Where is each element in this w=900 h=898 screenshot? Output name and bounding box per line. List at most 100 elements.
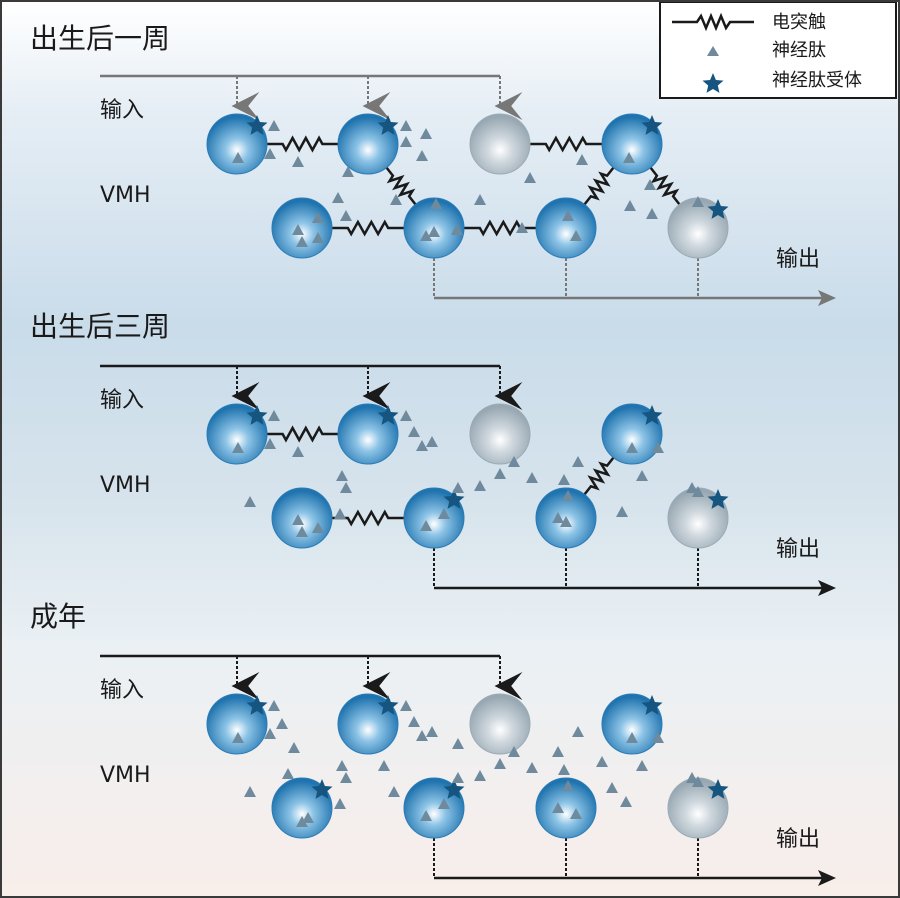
neuropeptide-triangle	[336, 760, 348, 771]
neuropeptide-triangle	[524, 172, 536, 183]
neuropeptide-triangle	[282, 768, 294, 779]
neuropeptide-triangle	[562, 780, 574, 791]
neuropeptide-triangle	[342, 166, 354, 177]
neuropeptide-triangle	[292, 156, 304, 167]
neuropeptide-receptor-star-icon	[246, 115, 268, 135]
neuropeptide-triangle	[292, 224, 304, 235]
neuropeptide-triangle	[626, 442, 638, 453]
legend-label-electrical-synapse: 电突触	[772, 12, 826, 33]
neuropeptide-receptor-star-icon	[702, 73, 724, 93]
neuropeptide-triangle	[452, 772, 464, 783]
neuropeptide-triangle	[572, 726, 584, 737]
neuropeptide-triangle	[312, 522, 324, 533]
neuropeptide-triangle	[292, 514, 304, 525]
neuropeptide-triangle	[276, 718, 288, 729]
neuropeptide-triangle	[552, 802, 564, 813]
neuropeptide-receptor-star-icon	[707, 199, 729, 219]
neuropeptide-triangle	[558, 474, 570, 485]
neuropeptide-triangle	[623, 152, 635, 163]
neuropeptide-triangle	[390, 194, 402, 205]
neuropeptide-triangle	[232, 442, 244, 453]
neuropeptide-triangle	[302, 812, 314, 823]
neuropeptide-triangle	[562, 490, 574, 501]
neuropeptide-triangle	[336, 470, 348, 481]
neuropeptide-triangle	[452, 738, 464, 749]
neuropeptide-triangle	[268, 700, 280, 711]
input-label: 输入	[100, 678, 144, 703]
electrical-synapse	[385, 166, 417, 206]
neuron-active	[271, 197, 333, 259]
output-arrowhead	[818, 870, 836, 886]
input-label: 输入	[100, 388, 144, 413]
neuropeptide-triangle	[232, 152, 244, 163]
neuropeptide-triangle	[474, 480, 486, 491]
neuropeptide-receptor-star-icon	[443, 489, 465, 509]
neuropeptide-triangle	[636, 470, 648, 481]
neuropeptide-triangle	[292, 446, 304, 457]
stage-title: 出生后三周	[30, 310, 170, 343]
region-label-vmh: VMH	[100, 473, 151, 498]
neuropeptide-triangle	[474, 770, 486, 781]
neuropeptide-triangle	[646, 208, 658, 219]
neuron-inactive	[667, 777, 729, 839]
neuron-active	[206, 693, 268, 755]
neuropeptide-receptor-star-icon	[311, 779, 333, 799]
neuropeptide-triangle	[232, 732, 244, 743]
electrical-synapse	[583, 166, 615, 206]
neuropeptide-triangle	[400, 700, 412, 711]
neuron-active	[337, 693, 399, 755]
neuropeptide-triangle	[426, 436, 438, 447]
neuropeptide-triangle	[692, 776, 704, 787]
neuropeptide-triangle	[332, 192, 344, 203]
stage-title: 出生后一周	[30, 22, 170, 55]
neuropeptide-triangle	[516, 222, 528, 233]
neuropeptide-triangle	[340, 772, 352, 783]
neuron-active	[271, 487, 333, 549]
neuropeptide-triangle	[388, 786, 400, 797]
neuron-active	[403, 777, 465, 839]
neuropeptide-triangle	[606, 782, 618, 793]
neuropeptide-triangle	[624, 200, 636, 211]
neuron-active	[271, 777, 333, 839]
neuropeptide-triangle	[572, 456, 584, 467]
electrical-synapse	[332, 509, 404, 527]
neuropeptide-triangle	[620, 796, 632, 807]
neuropeptide-triangle	[652, 442, 664, 453]
neuropeptide-triangle	[264, 728, 276, 739]
legend-label-neuropeptide: 神经肽	[772, 40, 826, 61]
neuropeptide-triangle	[652, 732, 664, 743]
neuropeptide-triangle	[340, 482, 352, 493]
stage-title: 成年	[30, 600, 86, 633]
neuron-body	[271, 487, 333, 549]
neuropeptide-triangle	[312, 212, 324, 223]
neuropeptide-triangle	[552, 746, 564, 757]
neuropeptide-triangle	[288, 742, 300, 753]
neuron-active	[601, 403, 663, 465]
neuropeptide-triangle	[451, 224, 463, 235]
neuron-body	[469, 403, 531, 465]
neuron-inactive	[469, 403, 531, 465]
neuropeptide-receptor-star-icon	[377, 405, 399, 425]
neuropeptide-receptor-star-icon	[377, 695, 399, 715]
neuropeptide-triangle	[420, 128, 432, 139]
neuron-body	[469, 693, 531, 755]
electrical-synapse	[583, 456, 615, 496]
neuron-inactive	[469, 113, 531, 175]
neuropeptide-triangle	[416, 730, 428, 741]
electrical-synapse	[267, 425, 338, 443]
electrical-synapse	[332, 219, 404, 237]
neuropeptide-receptor-star-icon	[246, 405, 268, 425]
neuron-active	[403, 487, 465, 549]
neuropeptide-triangle	[576, 154, 588, 165]
output-arrowhead	[818, 580, 836, 596]
neuropeptide-triangle	[636, 760, 648, 771]
neuropeptide-triangle	[400, 410, 412, 421]
neuron-active	[535, 777, 597, 839]
neuron-body	[535, 777, 597, 839]
neuropeptide-receptor-star-icon	[641, 405, 663, 425]
electrical-synapse-icon	[672, 12, 754, 32]
neuropeptide-receptor-star-icon	[641, 115, 663, 135]
